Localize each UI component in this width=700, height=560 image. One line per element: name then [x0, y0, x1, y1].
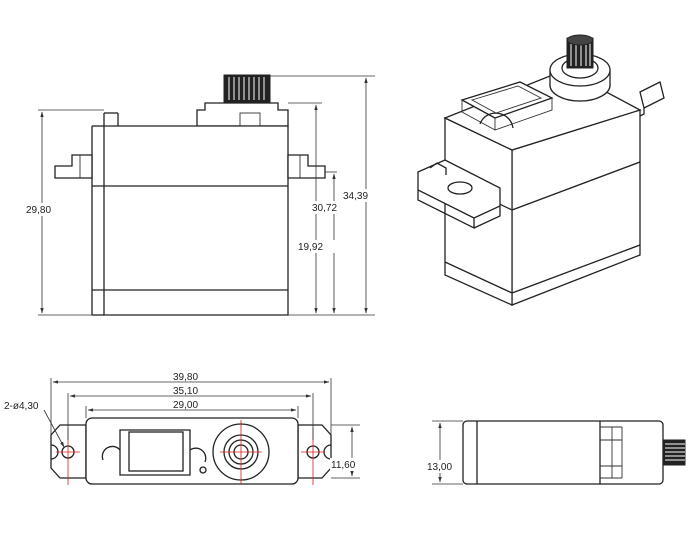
side-view: 13,00 [423, 420, 686, 485]
isometric-view [417, 34, 665, 307]
top-view: 39,80 35,10 29,00 2-ø4,30 11,60 [4, 372, 360, 485]
dim-length-total: 39,80 [173, 372, 198, 383]
front-view: 29,80 30,72 34,39 19,92 [22, 74, 375, 316]
iso-right-tab [639, 81, 665, 109]
side-body [462, 420, 664, 485]
dim-length-body: 29,00 [173, 400, 198, 411]
dim-height-total: 34,39 [343, 191, 368, 202]
dim-width-body: 13,00 [427, 462, 452, 473]
dim-height-body: 29,80 [26, 205, 51, 216]
left-mount-tab [54, 154, 93, 179]
servo-body [103, 125, 289, 316]
top-cap [196, 102, 289, 127]
dim-mount-holes: 2-ø4,30 [4, 401, 39, 412]
dim-width-tab: 11,60 [331, 460, 356, 471]
top-body [85, 417, 299, 485]
right-mount-tab [287, 154, 326, 179]
dim-hole-spacing: 35,10 [173, 386, 198, 397]
dim-height-tab: 19,92 [298, 242, 323, 253]
output-gear [223, 74, 271, 104]
dim-height-flange: 30,72 [312, 203, 337, 214]
